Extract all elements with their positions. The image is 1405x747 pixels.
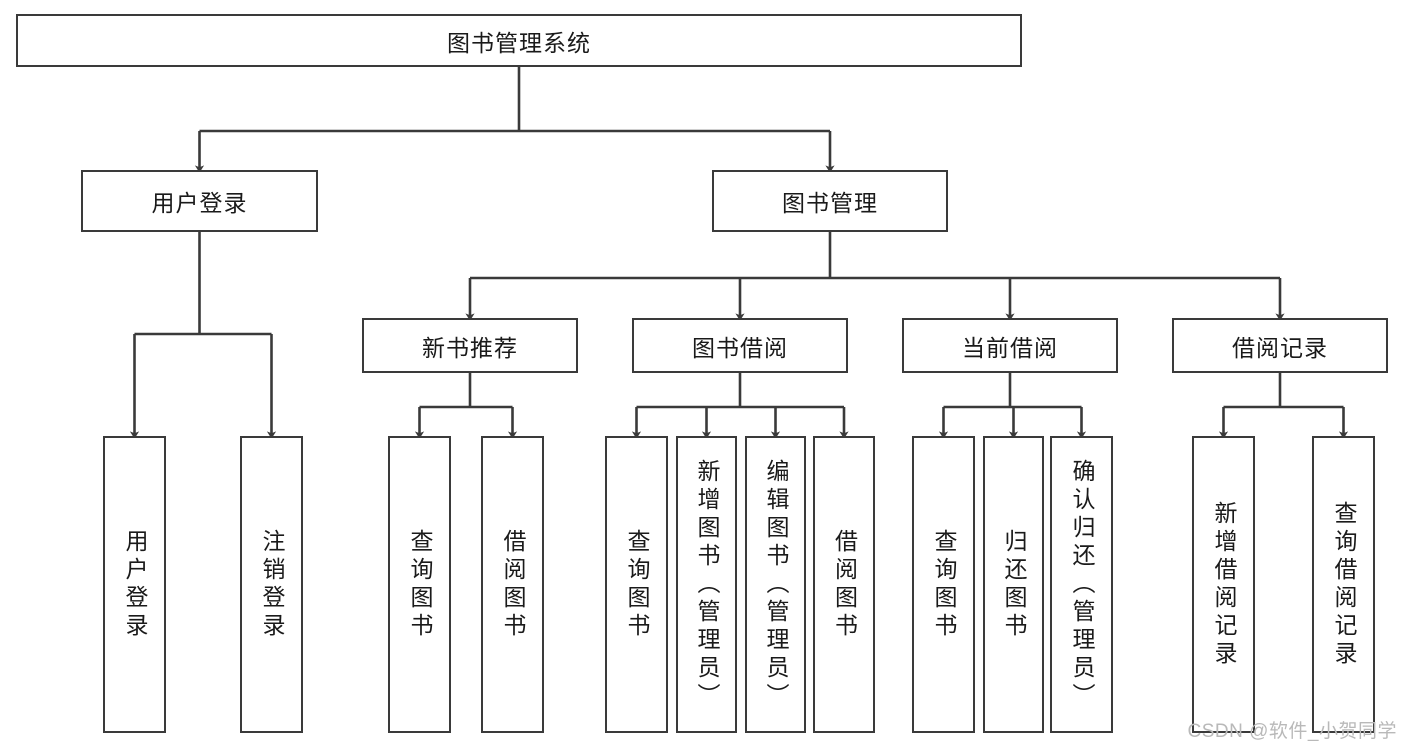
node-label: 图书管理 (782, 190, 878, 216)
node-label: 用户登录 (151, 190, 248, 216)
leaf-user-login[interactable]: 用户登录 (103, 436, 166, 733)
node-label: 借阅图书 (831, 528, 858, 641)
node-label: 归还图书 (1001, 528, 1027, 641)
node-label: 确认归还（管理员） (1069, 458, 1095, 711)
leaf-current-confirm-return[interactable]: 确认归还（管理员） (1050, 436, 1113, 733)
leaf-borrow-query-book[interactable]: 查询图书 (605, 436, 668, 733)
node-root[interactable]: 图书管理系统 (16, 14, 1022, 67)
leaf-user-logout[interactable]: 注销登录 (240, 436, 303, 733)
leaf-borrow-borrow-book[interactable]: 借阅图书 (813, 436, 875, 733)
node-label: 图书借阅 (692, 334, 788, 361)
leaf-borrow-add-book[interactable]: 新增图书（管理员） (676, 436, 737, 733)
leaf-newbook-borrow-book[interactable]: 借阅图书 (481, 436, 544, 733)
leaf-borrow-edit-book[interactable]: 编辑图书（管理员） (745, 436, 806, 733)
node-label: 借阅记录 (1232, 334, 1328, 361)
leaf-record-query-record[interactable]: 查询借阅记录 (1312, 436, 1375, 733)
node-label: 图书管理系统 (447, 29, 591, 56)
node-label: 用户登录 (122, 528, 148, 641)
leaf-current-query-book[interactable]: 查询图书 (912, 436, 975, 733)
node-label: 借阅图书 (500, 528, 526, 641)
node-label: 当前借阅 (962, 334, 1058, 361)
node-label: 注销登录 (259, 528, 285, 641)
node-label: 新增图书（管理员） (694, 458, 720, 711)
node-label: 查询图书 (931, 528, 957, 641)
node-book-borrow[interactable]: 图书借阅 (632, 318, 848, 373)
node-user-login[interactable]: 用户登录 (81, 170, 318, 232)
leaf-current-return-book[interactable]: 归还图书 (983, 436, 1044, 733)
node-current-borrow[interactable]: 当前借阅 (902, 318, 1118, 373)
node-label: 编辑图书（管理员） (763, 458, 789, 711)
node-label: 查询图书 (407, 528, 433, 641)
node-book-manage[interactable]: 图书管理 (712, 170, 948, 232)
node-label: 新增借阅记录 (1211, 500, 1237, 669)
node-label: 查询借阅记录 (1331, 500, 1357, 669)
node-borrow-record[interactable]: 借阅记录 (1172, 318, 1388, 373)
node-label: 新书推荐 (422, 334, 518, 361)
node-label: 查询图书 (624, 528, 650, 641)
leaf-record-add-record[interactable]: 新增借阅记录 (1192, 436, 1255, 733)
node-new-book-recommend[interactable]: 新书推荐 (362, 318, 578, 373)
leaf-newbook-query-book[interactable]: 查询图书 (388, 436, 451, 733)
